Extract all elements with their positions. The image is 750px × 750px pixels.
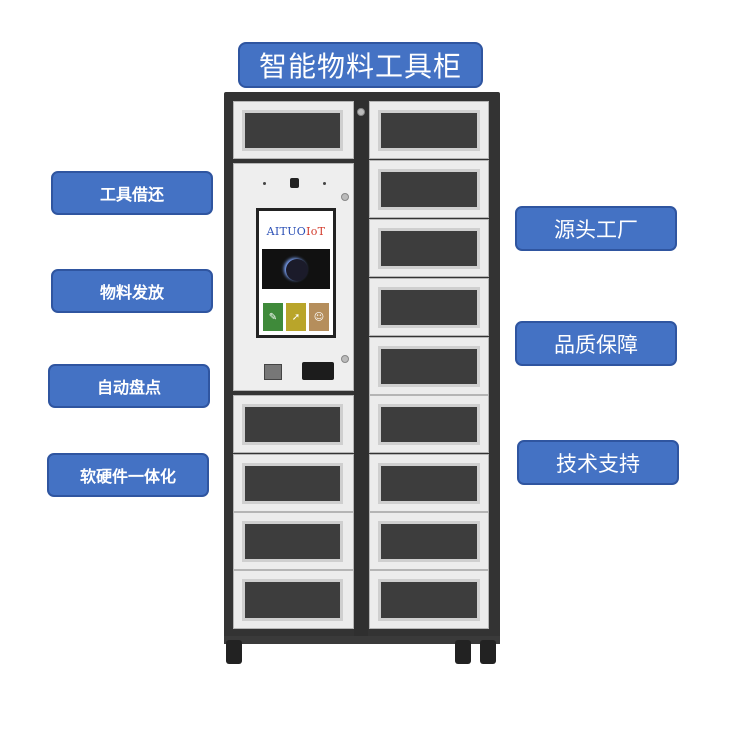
locker-door-right-8[interactable] bbox=[369, 512, 489, 570]
locker-door-right-9[interactable] bbox=[369, 570, 489, 629]
locker-door-left-2[interactable] bbox=[233, 395, 354, 453]
camera-icon bbox=[290, 178, 299, 188]
page-title: 智能物料工具柜 bbox=[238, 42, 483, 88]
lock-icon bbox=[357, 108, 365, 116]
lock-icon bbox=[341, 193, 349, 201]
card-reader[interactable] bbox=[264, 364, 282, 380]
locker-door-right-3[interactable] bbox=[369, 219, 489, 277]
screen-tile-yellow[interactable]: ➚ bbox=[286, 303, 306, 331]
locker-door-right-2[interactable] bbox=[369, 160, 489, 218]
feature-tag-tool-borrow-return: 工具借还 bbox=[51, 171, 213, 215]
caster-wheel-icon bbox=[455, 640, 471, 664]
cabinet-column-divider bbox=[354, 100, 368, 638]
locker-door-left-5[interactable] bbox=[233, 570, 354, 629]
control-panel: AITUOIoT ✎ ➚ ☺ bbox=[233, 163, 354, 391]
screen-tile-avatar[interactable]: ☺ bbox=[309, 303, 329, 331]
locker-door-right-6[interactable] bbox=[369, 395, 489, 453]
locker-door-left-1[interactable] bbox=[233, 101, 354, 159]
feature-tag-hardware-software: 软硬件一体化 bbox=[47, 453, 209, 497]
locker-door-right-1[interactable] bbox=[369, 101, 489, 159]
locker-door-left-4[interactable] bbox=[233, 512, 354, 570]
caster-wheel-icon bbox=[226, 640, 242, 664]
feature-tag-technical-support: 技术支持 bbox=[517, 440, 679, 485]
cabinet-base bbox=[224, 636, 500, 644]
touch-screen[interactable]: AITUOIoT ✎ ➚ ☺ bbox=[256, 208, 336, 338]
feature-tag-auto-inventory: 自动盘点 bbox=[48, 364, 210, 408]
lock-icon bbox=[341, 355, 349, 363]
feature-tag-source-factory: 源头工厂 bbox=[515, 206, 677, 251]
feature-tag-material-dispense: 物料发放 bbox=[51, 269, 213, 313]
screen-hero-image bbox=[262, 249, 330, 289]
barcode-scanner[interactable] bbox=[302, 362, 334, 380]
screen-brand: AITUOIoT bbox=[266, 225, 326, 238]
locker-door-right-4[interactable] bbox=[369, 278, 489, 336]
locker-door-left-3[interactable] bbox=[233, 454, 354, 512]
locker-door-right-5[interactable] bbox=[369, 337, 489, 395]
screen-tile-green[interactable]: ✎ bbox=[263, 303, 283, 331]
locker-door-right-7[interactable] bbox=[369, 454, 489, 512]
feature-tag-quality-assurance: 品质保障 bbox=[515, 321, 677, 366]
caster-wheel-icon bbox=[480, 640, 496, 664]
